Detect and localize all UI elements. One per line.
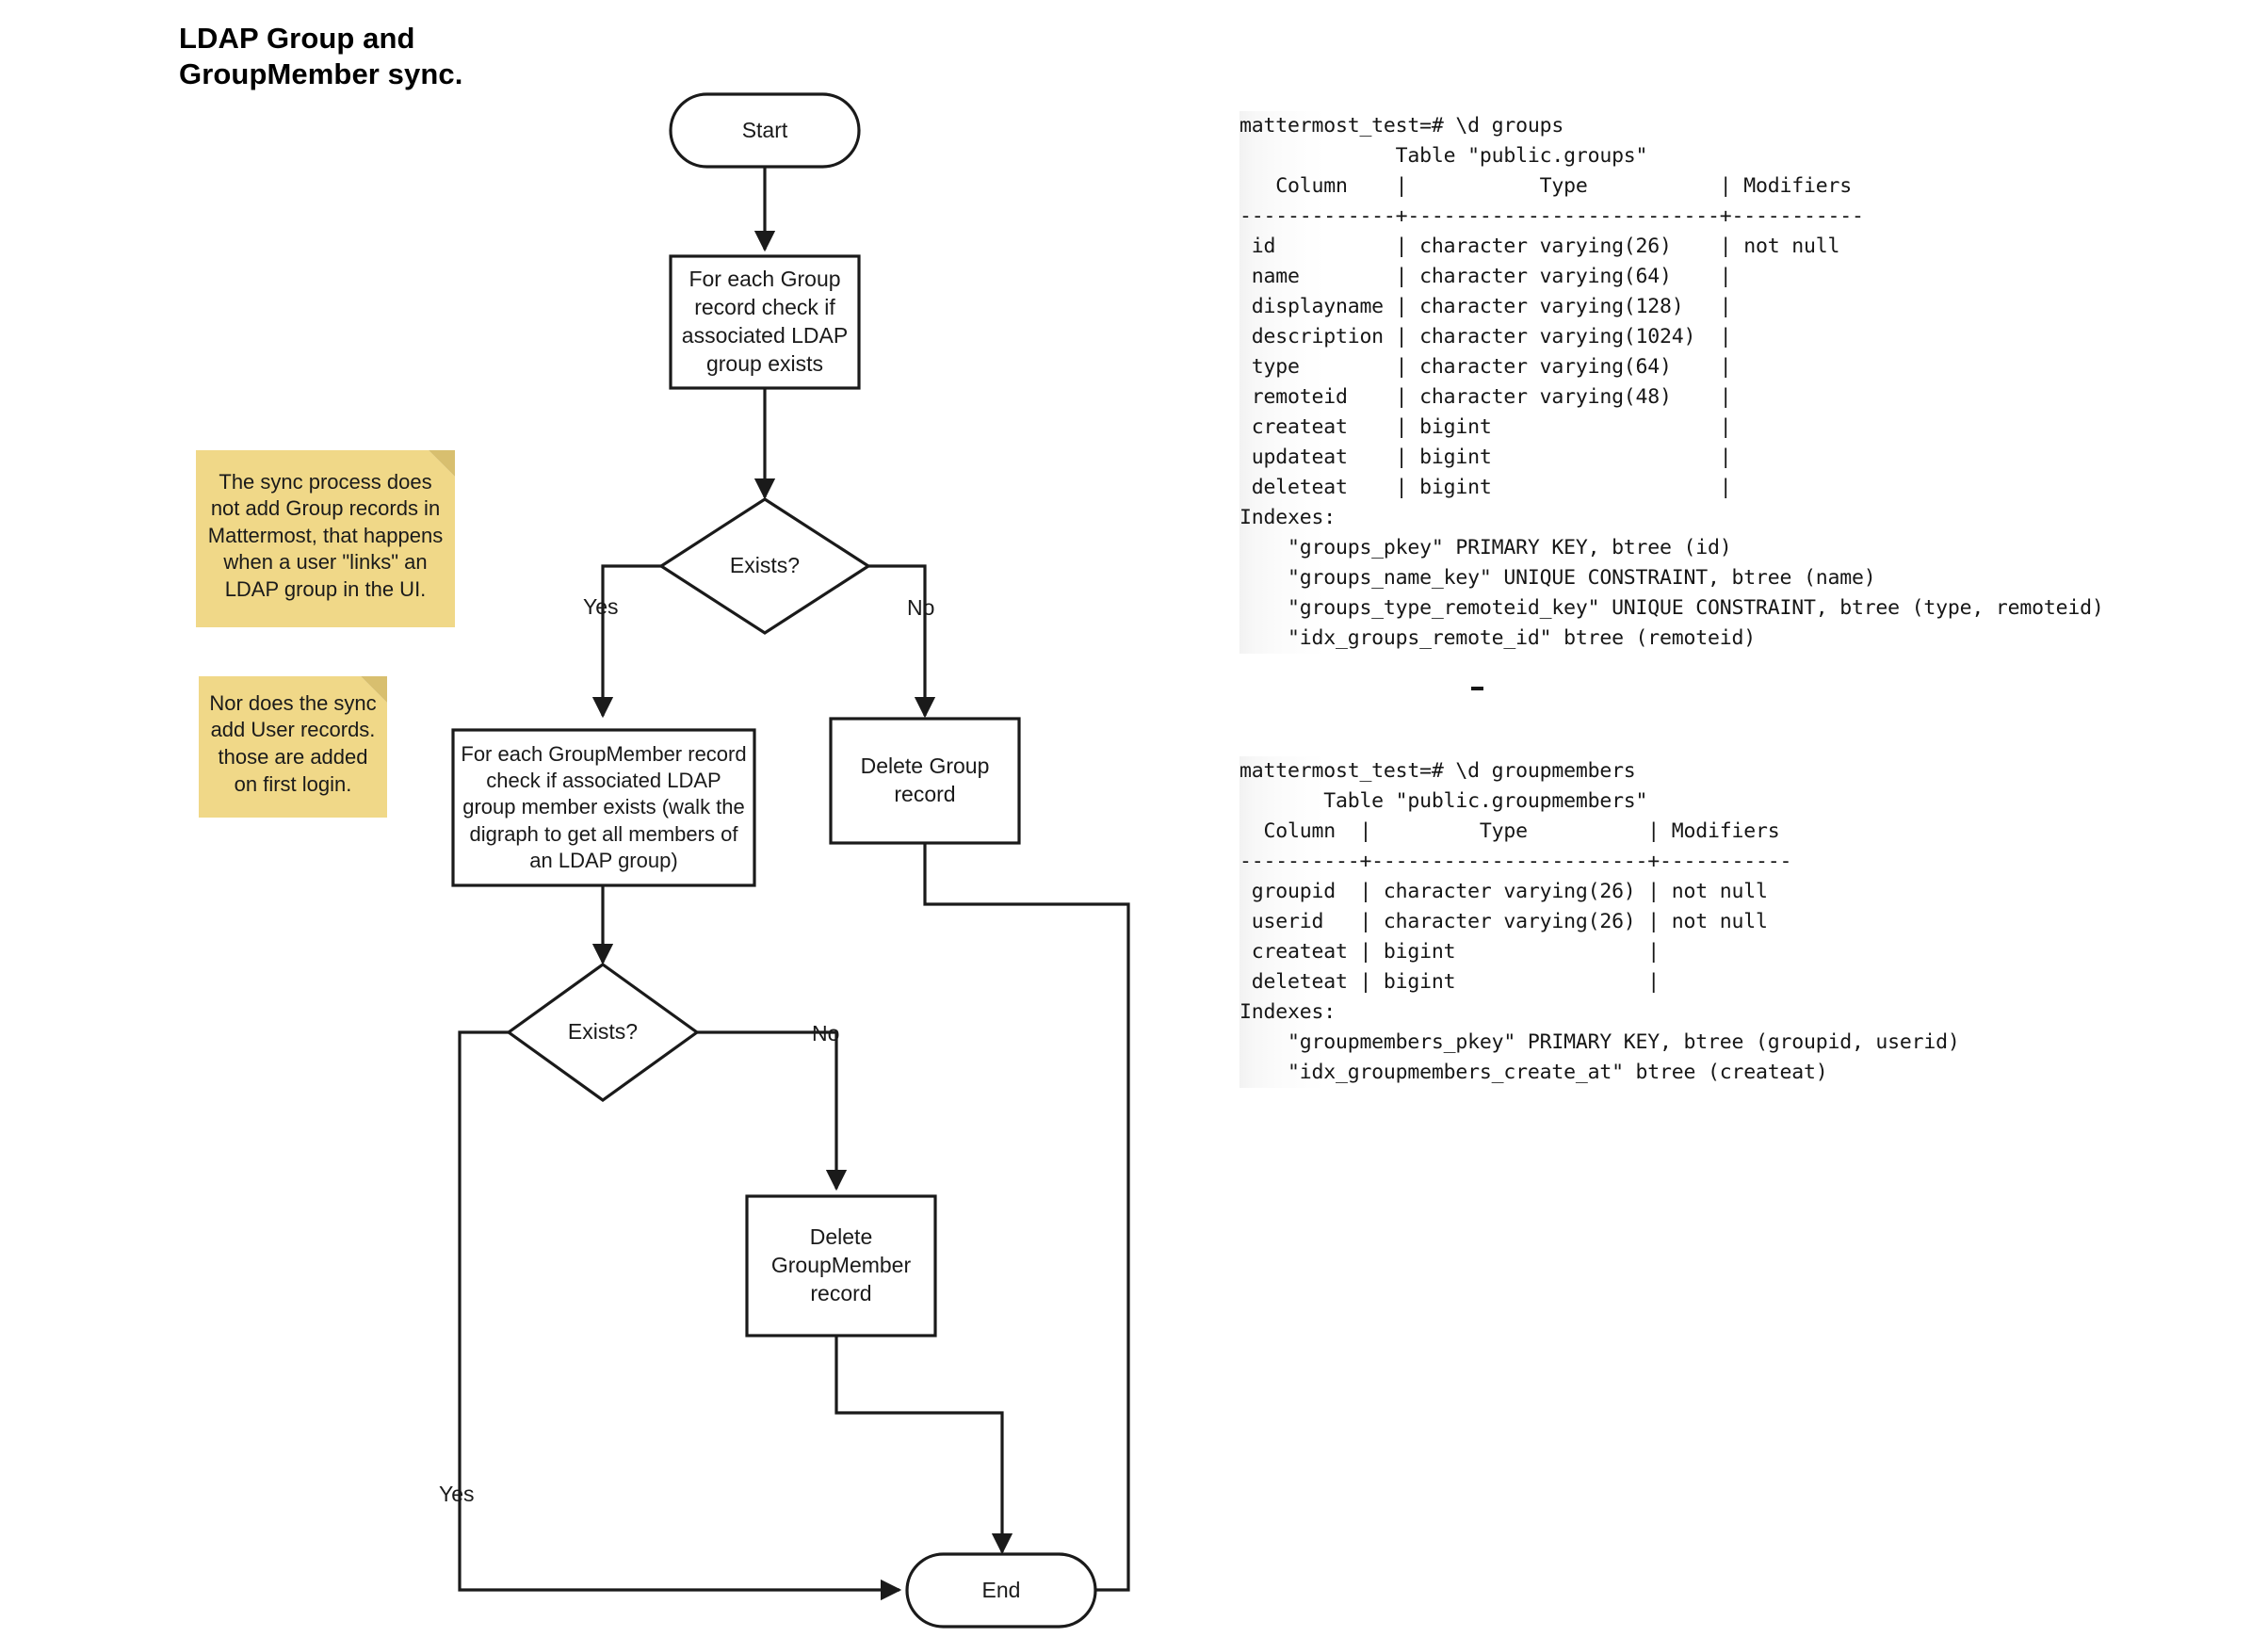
- sticky-note-text: Nor does the sync add User records. thos…: [209, 690, 377, 796]
- terminal-output-groupmembers: mattermost_test=# \d groupmembers Table …: [1239, 756, 1960, 1088]
- edge-label-member-no: No: [812, 1021, 840, 1045]
- edge-label-group-yes: Yes: [583, 594, 619, 619]
- node-decision-member-label: Exists?: [567, 1019, 639, 1045]
- node-delete-group-label: Delete Group record: [860, 754, 990, 806]
- node-check-group-label: For each Group record check if associate…: [681, 267, 849, 376]
- node-start-label: Start: [741, 117, 788, 142]
- node-check-groupmember-label: For each GroupMember record check if ass…: [461, 742, 747, 872]
- node-decision-group-shape: [658, 497, 871, 635]
- node-delete-group-shape: [829, 717, 1021, 845]
- edge-label-group-no: No: [907, 595, 935, 620]
- terminal-output-groups: mattermost_test=# \d groups Table "publi…: [1239, 111, 2200, 654]
- terminal-cursor: [1471, 687, 1483, 690]
- page-title: LDAP Group and GroupMember sync.: [179, 22, 463, 90]
- node-decision-group-label: Exists?: [729, 553, 801, 578]
- sticky-note-group-sync: The sync process does not add Group reco…: [196, 450, 455, 627]
- node-check-group-shape: [669, 254, 861, 390]
- sticky-note-user-records: Nor does the sync add User records. thos…: [199, 676, 387, 818]
- node-end-label: End: [981, 1577, 1021, 1602]
- node-delete-groupmember-shape: [745, 1194, 937, 1337]
- node-end-shape: [905, 1552, 1097, 1629]
- node-start-shape: [669, 92, 861, 169]
- node-delete-groupmember-label: Delete GroupMember record: [770, 1224, 912, 1305]
- sticky-note-text: The sync process does not add Group reco…: [207, 469, 444, 601]
- node-decision-member-shape: [506, 963, 700, 1102]
- edge-label-member-yes: Yes: [439, 1482, 475, 1506]
- node-check-groupmember-shape: [451, 728, 756, 887]
